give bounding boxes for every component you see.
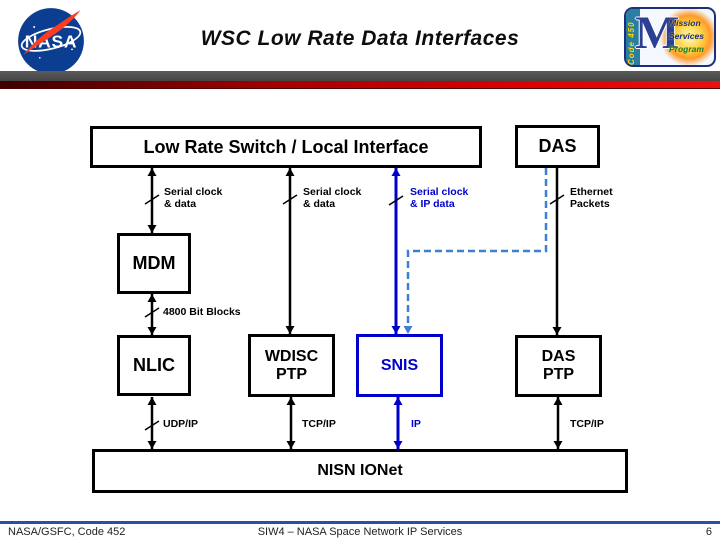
label-serial-clock-ip-data: Serial clock & IP data [410, 186, 469, 210]
label-udp-ip: UDP/IP [163, 418, 199, 430]
msp-line-services: Services [669, 31, 704, 41]
node-das-ptp-line1: DAS [541, 348, 576, 365]
node-mdm: MDM [117, 233, 191, 294]
label-4800-bit-blocks: 4800 Bit Blocks [163, 306, 241, 318]
label-serial-clock-data-1: Serial clock & data [164, 186, 223, 210]
node-nlic-label: NLIC [133, 355, 175, 375]
nasa-logo-icon: NASA [18, 8, 84, 74]
node-snis-label: SNIS [380, 356, 419, 374]
footer-presentation-title: SIW4 – NASA Space Network IP Services [257, 526, 463, 538]
msp-text: Mission Services Program [669, 17, 714, 56]
node-mdm-label: MDM [132, 253, 176, 273]
label-ip: IP [411, 418, 421, 430]
node-snis: SNIS [356, 334, 443, 397]
node-wdisc-line1: WDISC [264, 347, 319, 365]
msp-big-m: M [635, 7, 680, 59]
node-nlic: NLIC [117, 335, 191, 396]
node-low-rate-switch-label: Low Rate Switch / Local Interface [143, 136, 429, 157]
node-das-ptp: DAS PTP [515, 335, 602, 397]
header-red-bar [0, 81, 720, 89]
label-ethernet-packets: Ethernet Packets [570, 186, 613, 210]
msp-line-program: Program [669, 44, 704, 54]
node-wdisc-line2: PTP [275, 365, 308, 383]
node-wdisc-ptp: WDISC PTP [248, 334, 335, 397]
node-das-label: DAS [538, 136, 577, 156]
slide-title: WSC Low Rate Data Interfaces [200, 27, 520, 50]
node-das: DAS [515, 125, 600, 168]
msp-sunburst-icon [656, 9, 714, 65]
msp-code-strip [626, 9, 640, 65]
footer-page-number: 6 [705, 526, 712, 538]
label-tcp-ip-2: TCP/IP [570, 418, 604, 430]
msp-line-mission: Mission [669, 18, 701, 28]
label-serial-clock-data-2: Serial clock & data [303, 186, 362, 210]
header-gray-bar [0, 71, 720, 81]
label-tcp-ip-1: TCP/IP [302, 418, 336, 430]
node-nisn-ionet-label: NISN IONet [317, 462, 403, 479]
footer-org: NASA/GSFC, Code 452 [8, 526, 126, 538]
node-nisn-ionet: NISN IONet [92, 449, 628, 493]
nasa-logo-text: NASA [25, 31, 77, 51]
mission-services-program-logo: Code 450 M Mission Services Program [624, 7, 716, 67]
node-das-ptp-line2: PTP [542, 366, 575, 383]
node-low-rate-switch: Low Rate Switch / Local Interface [90, 126, 482, 168]
footer-divider-line [0, 521, 720, 524]
